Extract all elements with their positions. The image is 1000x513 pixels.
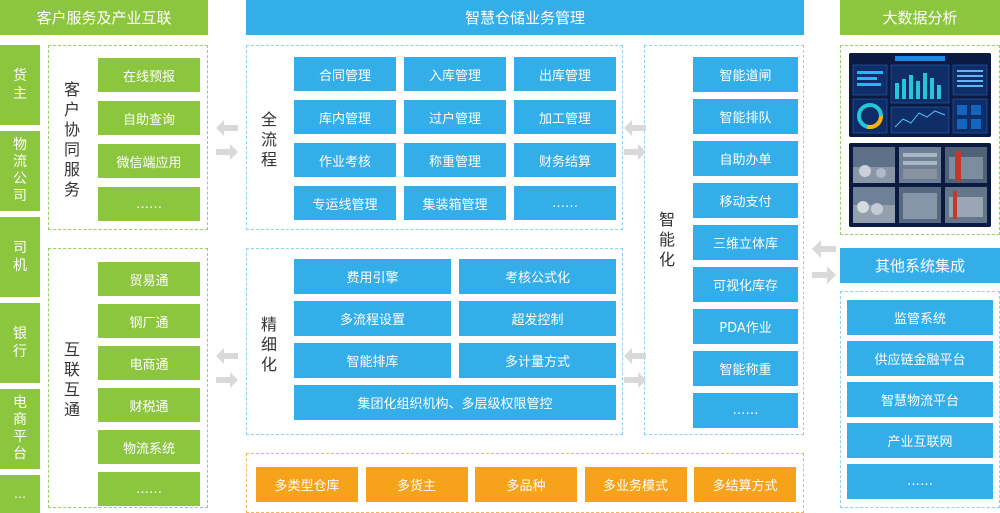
feature-item[interactable]: 多业务模式 xyxy=(584,467,687,502)
integration-item[interactable]: 智慧物流平台 xyxy=(847,382,993,417)
interconnect-item[interactable]: …… xyxy=(98,472,200,506)
customer-collab-label: 客户协同服务 xyxy=(63,80,80,199)
intelligent-item[interactable]: 智能排队 xyxy=(693,99,798,134)
refined-item[interactable]: 多流程设置 xyxy=(294,301,451,336)
user-type-ecommerce[interactable]: 电商平台 xyxy=(0,389,40,469)
interconnect-label: 互联互通 xyxy=(63,340,80,419)
center-header: 智慧仓储业务管理 xyxy=(246,0,804,35)
integration-list: 监管系统 供应链金融平台 智慧物流平台 产业互联网 …… xyxy=(847,300,993,499)
full-process-label: 全流程 xyxy=(260,110,277,169)
features-row: 多类型仓库 多货主 多品种 多业务模式 多结算方式 xyxy=(256,467,796,502)
customer-collab-item[interactable]: 在线预报 xyxy=(98,58,200,92)
mid-bottom-double-arrow-icon xyxy=(624,348,646,388)
customer-collab-item[interactable]: 微信端应用 xyxy=(98,144,200,178)
refined-item[interactable]: 超发控制 xyxy=(459,301,616,336)
full-process-item[interactable]: 作业考核 xyxy=(294,143,396,177)
mid-top-double-arrow-icon xyxy=(624,120,646,160)
left-bottom-double-arrow-icon xyxy=(216,348,238,388)
refined-item[interactable]: 考核公式化 xyxy=(459,259,616,294)
full-process-grid: 合同管理 入库管理 出库管理 库内管理 过户管理 加工管理 作业考核 称重管理 … xyxy=(294,57,616,220)
refined-item[interactable]: 费用引擎 xyxy=(294,259,451,294)
intelligent-item[interactable]: 自助办单 xyxy=(693,141,798,176)
integration-item[interactable]: 供应链金融平台 xyxy=(847,341,993,376)
interconnect-item[interactable]: 财税通 xyxy=(98,388,200,422)
intelligent-item[interactable]: 可视化库存 xyxy=(693,267,798,302)
surveillance-image xyxy=(849,143,991,227)
refined-panel xyxy=(246,248,623,435)
right-header: 大数据分析 xyxy=(840,0,1000,35)
full-process-item[interactable]: 称重管理 xyxy=(404,143,506,177)
full-process-item[interactable]: 加工管理 xyxy=(514,100,616,134)
interconnect-panel xyxy=(48,248,208,508)
refined-grid: 费用引擎 考核公式化 多流程设置 超发控制 智能排库 多计量方式 集团化组织机构… xyxy=(294,259,616,420)
feature-item[interactable]: 多结算方式 xyxy=(694,467,796,502)
interconnect-item[interactable]: 钢厂通 xyxy=(98,304,200,338)
full-process-item[interactable]: 专运线管理 xyxy=(294,186,396,220)
full-process-item[interactable]: 财务结算 xyxy=(514,143,616,177)
user-type-cargo-owner[interactable]: 货主 xyxy=(0,45,40,125)
user-type-more[interactable]: … xyxy=(0,475,40,513)
refined-item[interactable]: 智能排库 xyxy=(294,343,451,378)
integration-item[interactable]: 产业互联网 xyxy=(847,423,993,458)
right-double-arrow-icon xyxy=(812,240,836,284)
intelligent-item[interactable]: 智能道闸 xyxy=(693,57,798,92)
feature-item[interactable]: 多品种 xyxy=(475,467,577,502)
intelligent-item[interactable]: …… xyxy=(693,393,798,428)
left-top-double-arrow-icon xyxy=(216,120,238,160)
feature-item[interactable]: 多货主 xyxy=(365,467,468,502)
dashboard-chart-image xyxy=(849,53,991,137)
interconnect-item[interactable]: 物流系统 xyxy=(98,430,200,464)
left-header: 客户服务及产业互联 xyxy=(0,0,208,35)
full-process-item[interactable]: 合同管理 xyxy=(294,57,396,91)
customer-collab-panel xyxy=(48,45,208,230)
intelligent-panel xyxy=(644,45,804,435)
user-type-logistics-company[interactable]: 物流公司 xyxy=(0,131,40,211)
integration-item[interactable]: …… xyxy=(847,464,993,499)
dashboard-chart-graphic xyxy=(849,53,991,137)
feature-item[interactable]: 多类型仓库 xyxy=(256,467,358,502)
integration-header: 其他系统集成 xyxy=(840,248,1000,283)
interconnect-list: 贸易通 钢厂通 电商通 财税通 物流系统 …… xyxy=(98,262,200,506)
full-process-item[interactable]: 出库管理 xyxy=(514,57,616,91)
surveillance-graphic xyxy=(849,143,991,227)
customer-collab-item[interactable]: …… xyxy=(98,187,200,221)
refined-label: 精细化 xyxy=(260,315,277,374)
interconnect-item[interactable]: 电商通 xyxy=(98,346,200,380)
intelligent-item[interactable]: 移动支付 xyxy=(693,183,798,218)
full-process-item[interactable]: 入库管理 xyxy=(404,57,506,91)
full-process-item[interactable]: 库内管理 xyxy=(294,100,396,134)
user-type-driver[interactable]: 司机 xyxy=(0,217,40,297)
user-type-bank[interactable]: 银行 xyxy=(0,303,40,383)
intelligent-list: 智能道闸 智能排队 自助办单 移动支付 三维立体库 可视化库存 PDA作业 智能… xyxy=(693,57,798,428)
intelligent-item[interactable]: 三维立体库 xyxy=(693,225,798,260)
intelligent-label: 智能化 xyxy=(658,210,675,269)
full-process-panel xyxy=(246,45,623,230)
interconnect-item[interactable]: 贸易通 xyxy=(98,262,200,296)
customer-collab-list: 在线预报 自助查询 微信端应用 …… xyxy=(98,58,200,221)
full-process-item[interactable]: 集装箱管理 xyxy=(404,186,506,220)
refined-item[interactable]: 多计量方式 xyxy=(459,343,616,378)
full-process-item[interactable]: 过户管理 xyxy=(404,100,506,134)
customer-collab-item[interactable]: 自助查询 xyxy=(98,101,200,135)
integration-item[interactable]: 监管系统 xyxy=(847,300,993,335)
intelligent-item[interactable]: PDA作业 xyxy=(693,309,798,344)
refined-wide-item[interactable]: 集团化组织机构、多层级权限管控 xyxy=(294,385,616,420)
intelligent-item[interactable]: 智能称重 xyxy=(693,351,798,386)
full-process-item[interactable]: …… xyxy=(514,186,616,220)
